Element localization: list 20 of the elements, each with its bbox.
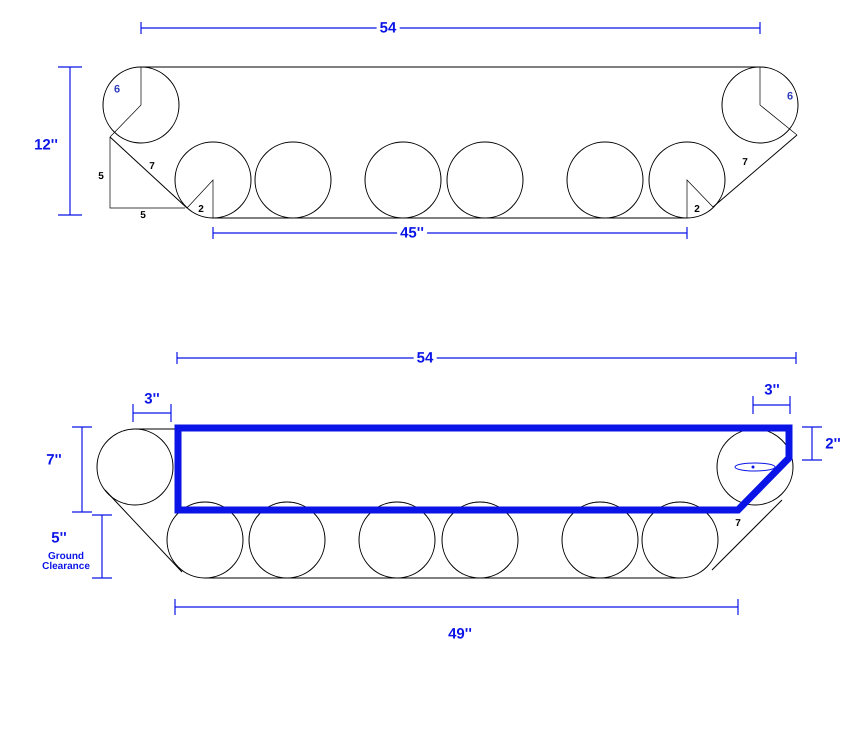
radius-label: 6 xyxy=(112,84,122,96)
length-label: 7 xyxy=(741,158,749,168)
radius-label: 2 xyxy=(693,205,701,215)
dimension-label: 3'' xyxy=(763,382,781,398)
length-label: 5 xyxy=(139,211,147,221)
radius-label: 2 xyxy=(197,205,205,215)
dimension-label: 49'' xyxy=(447,626,473,642)
length-label: 5 xyxy=(97,172,105,182)
dimension-label: 3'' xyxy=(143,392,161,406)
dimension-label: 7'' xyxy=(45,452,63,468)
dimension-label: 54 xyxy=(376,20,400,36)
length-label: 7 xyxy=(148,162,156,172)
note-label: Ground Clearance xyxy=(41,552,91,572)
length-label: 7 xyxy=(734,519,742,529)
dimension-label: 5'' xyxy=(50,530,68,546)
radius-label: 6 xyxy=(786,92,794,102)
dimension-label: 12'' xyxy=(33,138,59,152)
dimension-label: 45'' xyxy=(397,226,427,240)
dimension-label: 54 xyxy=(414,350,436,366)
dimension-label: 2'' xyxy=(824,436,842,452)
